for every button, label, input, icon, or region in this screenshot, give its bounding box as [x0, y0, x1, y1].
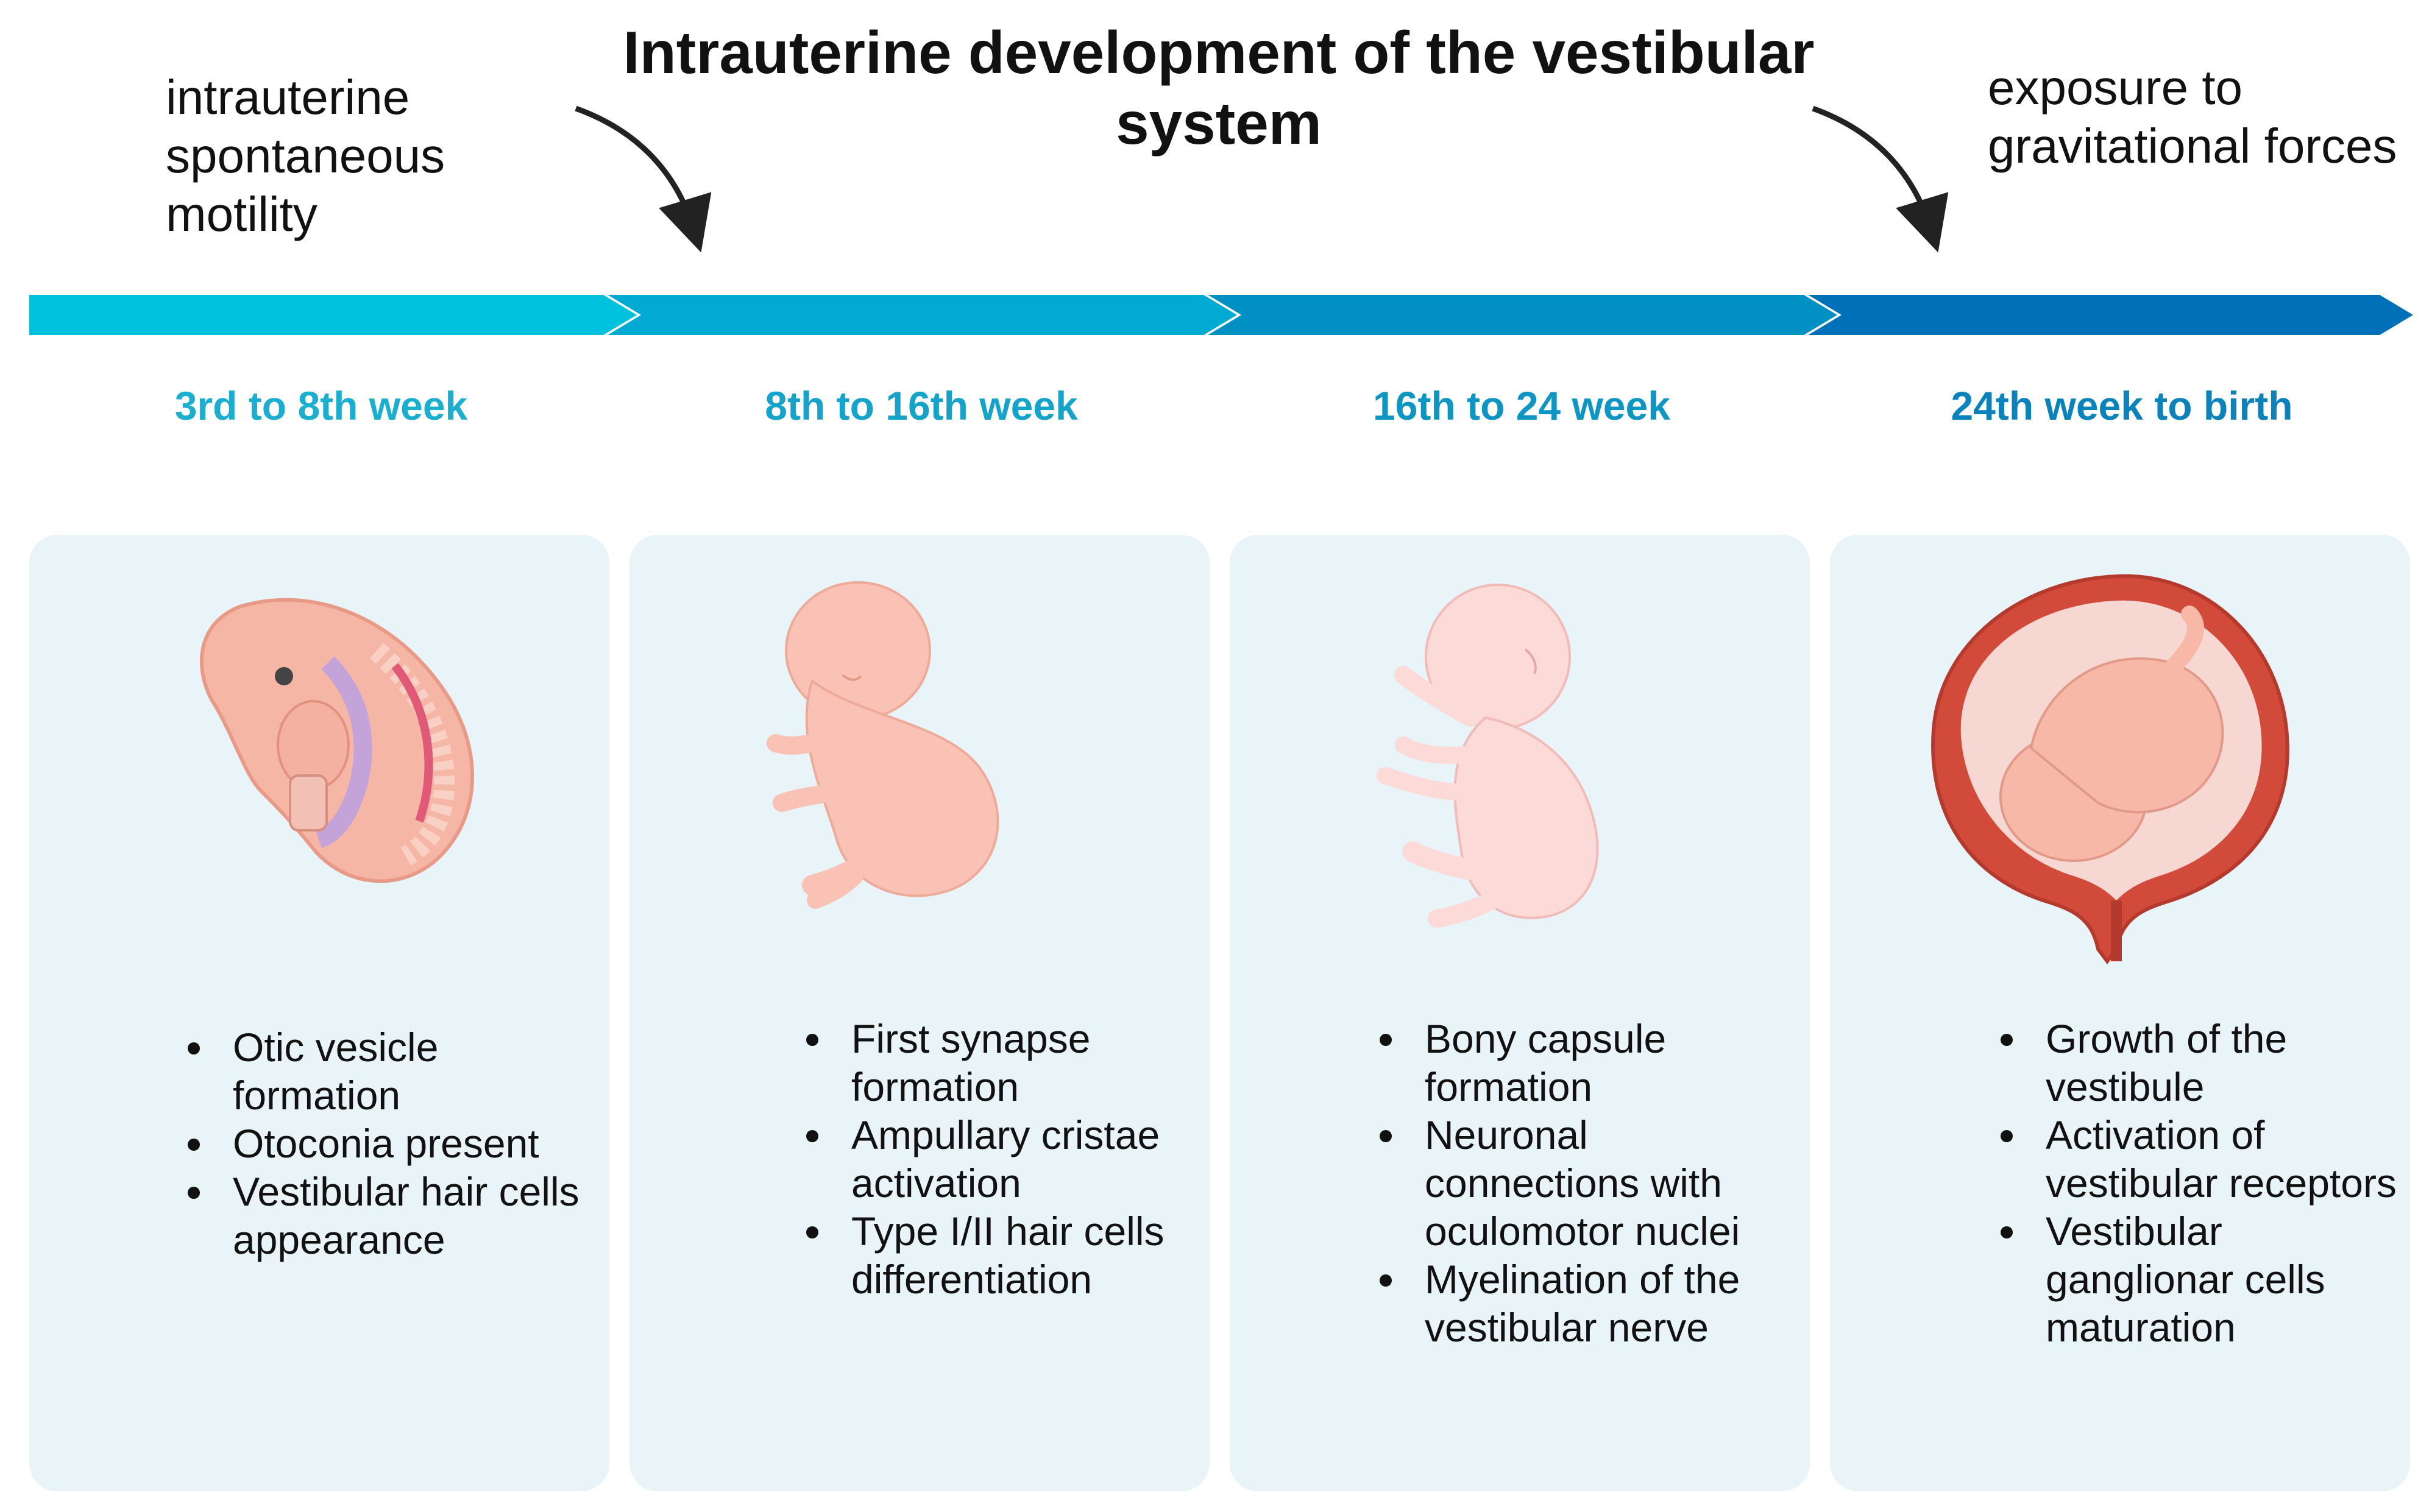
period-label-2: 8th to 16th week	[765, 383, 1078, 428]
fetus-icon	[1377, 584, 1599, 928]
milestone-list-1: Otic vesicle formation Otoconia present …	[177, 1023, 609, 1264]
milestone-item: Vestibular ganglionar cells maturation	[1990, 1207, 2410, 1352]
timeline-segment-2	[608, 295, 1237, 335]
embryo-icon	[199, 598, 474, 883]
milestone-item: Ampullary cristae activation	[795, 1111, 1210, 1207]
milestone-list-4: Growth of the vestibule Activation of ve…	[1990, 1015, 2410, 1352]
milestone-list-3: Bony capsule formation Neuronal connecti…	[1369, 1015, 1810, 1352]
period-label-3: 16th to 24 week	[1373, 383, 1670, 428]
timeline-bar	[29, 295, 2413, 335]
stage-card-2: First synapse formation Ampullary crista…	[629, 535, 1210, 1491]
milestone-item: Neuronal connections with oculomotor nuc…	[1369, 1111, 1810, 1256]
milestone-item: Activation of vestibular receptors	[1990, 1111, 2410, 1207]
period-label-4: 24th week to birth	[1951, 383, 2293, 428]
milestone-item: Bony capsule formation	[1369, 1015, 1810, 1111]
milestone-item: Otoconia present	[177, 1120, 609, 1168]
timeline-segment-1	[29, 295, 637, 335]
curved-arrow-right	[1812, 105, 1949, 253]
note-gravitational-forces: exposure to gravitational forces	[1988, 60, 2397, 173]
stage-card-3: Bony capsule formation Neuronal connecti…	[1230, 535, 1810, 1491]
fetus-in-uterus-icon	[1931, 574, 2289, 964]
milestone-item: Vestibular hair cells appearance	[177, 1168, 609, 1264]
timeline-segment-4	[1808, 295, 2413, 335]
period-label-1: 3rd to 8th week	[174, 383, 468, 428]
note-spontaneous-motility: intrauterine spontaneous motility	[166, 70, 445, 241]
milestone-item: Myelination of the vestibular nerve	[1369, 1256, 1810, 1352]
milestone-item: Type I/II hair cells differentiation	[795, 1207, 1210, 1304]
figure-title: Intrauterine development of the vestibul…	[623, 19, 1815, 157]
timeline-segment-3	[1208, 295, 1837, 335]
early-fetus-icon	[767, 581, 999, 909]
curved-arrow-left	[575, 105, 712, 253]
milestone-list-2: First synapse formation Ampullary crista…	[795, 1015, 1210, 1304]
milestone-item: Otic vesicle formation	[177, 1023, 609, 1120]
stage-card-1: Otic vesicle formation Otoconia present …	[29, 535, 609, 1491]
stage-card-4: Growth of the vestibule Activation of ve…	[1830, 535, 2410, 1491]
milestone-item: First synapse formation	[795, 1015, 1210, 1111]
milestone-item: Growth of the vestibule	[1990, 1015, 2410, 1111]
